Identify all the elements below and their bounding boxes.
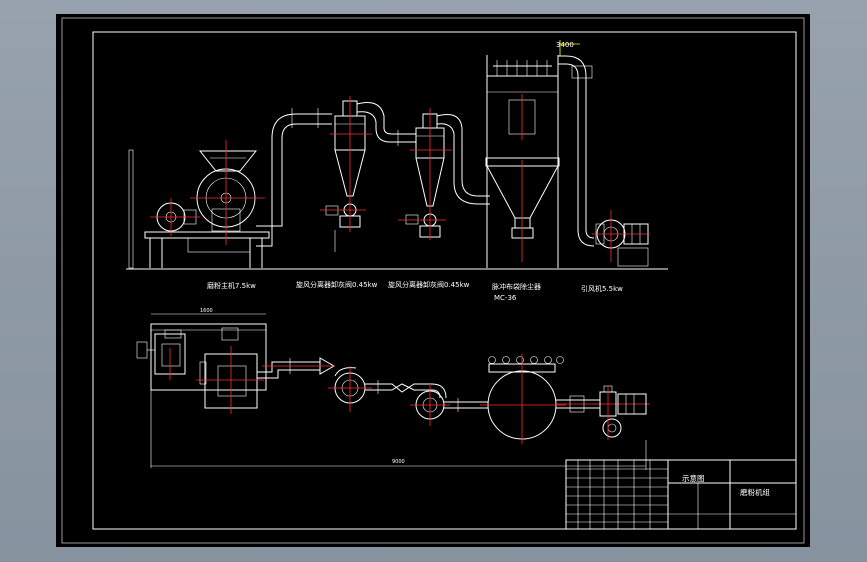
label-bag-filter-model: MC-36 [494,294,517,302]
title-drawing-type: 示意图 [682,473,705,483]
title-block: 示意图 磨粉机组 [565,459,797,530]
dim-3400: 3400 [556,41,574,49]
dim-plan-top: 1600 [200,308,213,314]
label-cyclone-2: 旋风分离器卸灰阀0.45kw [388,280,470,289]
bag-filter [485,55,560,268]
main-mill-unit [128,140,270,269]
cyclone-2 [398,108,490,240]
label-main-mill: 磨粉主机7.5kw [207,281,256,290]
plan-view: 1600 [136,308,650,470]
inner-frame [92,31,797,530]
pipe-cyclone1-to-cyclone2 [375,127,416,146]
outer-border [61,17,805,544]
plan-fan-motor [617,393,647,415]
feed-hopper [198,150,258,172]
title-project-name: 磨粉机组 [740,487,770,497]
dim-plan-bottom: 9000 [392,459,405,465]
plan-fan-outlet [602,418,622,438]
cyclone-1 [320,96,385,252]
label-bag-filter: 脉冲布袋除尘器 [492,282,541,291]
pipe-mill-to-cyclone1 [256,108,332,247]
elevation-view: 3400 磨粉主机7.5kw 旋风分离器卸灰阀0.45kw 旋风分离器卸灰阀0.… [126,40,668,302]
drawing-sheet [56,14,810,547]
label-cyclone-1: 旋风分离器卸灰阀0.45kw [296,280,378,289]
label-induced-fan: 引风机5.5kw [581,284,623,293]
induced-fan-unit [558,40,650,267]
